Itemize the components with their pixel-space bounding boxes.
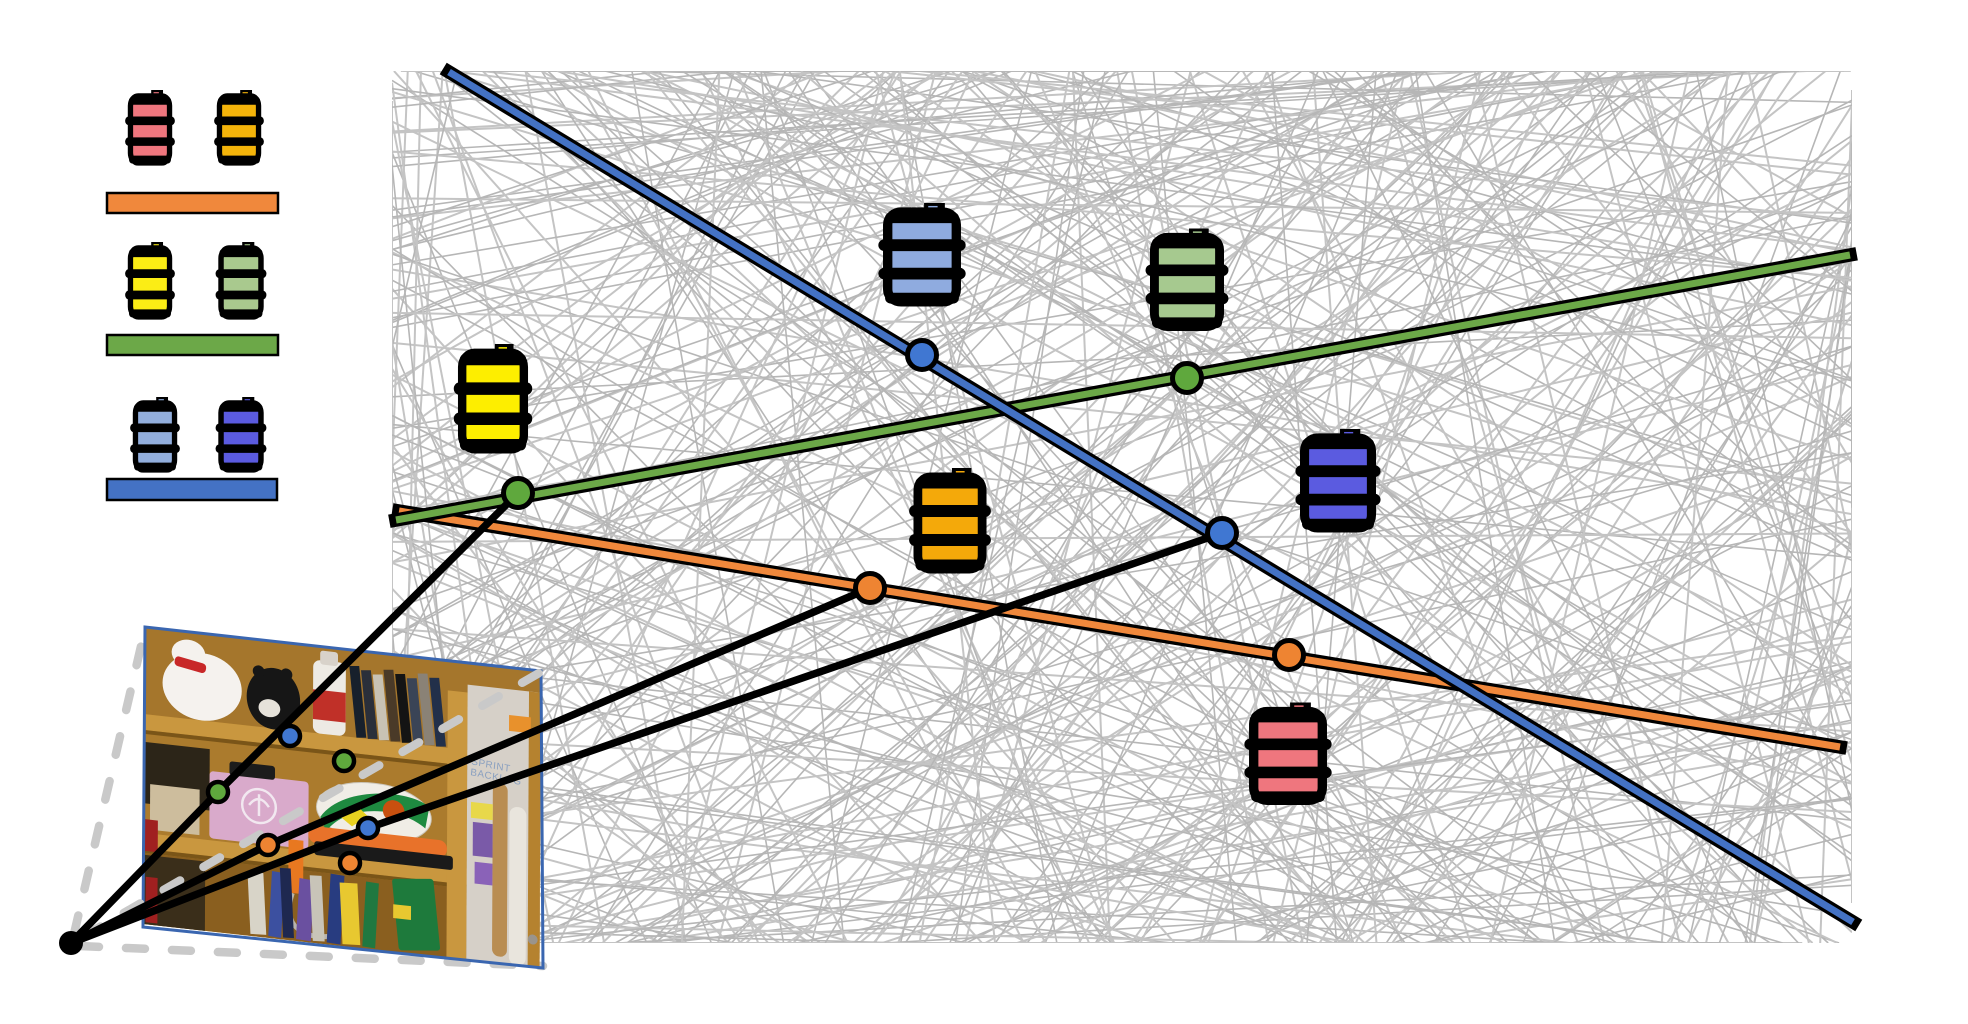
orange-line-swatch: [105, 191, 280, 215]
orange-line: [391, 503, 1848, 755]
scene-amber-barrel-icon: [909, 468, 991, 574]
photo-border: [141, 625, 545, 970]
green-line-swatch: [105, 333, 280, 357]
legend-amber-barrel-icon: [214, 90, 264, 166]
scene-light-blue-barrel-icon: [878, 203, 966, 307]
blue-line-sample-dot-2: [1205, 516, 1239, 550]
scene-green-barrel-icon: [1145, 228, 1229, 332]
camera-center-dot: [59, 931, 83, 955]
legend-row-green: [105, 242, 280, 357]
green-line-sample-dot-2: [1170, 361, 1204, 395]
scene-purple-barrel-icon: [1295, 429, 1381, 533]
frustum-edge-bottomright: [75, 941, 548, 971]
legend-yellow-barrel-icon: [125, 242, 175, 320]
image-point-green-ray: [205, 779, 231, 805]
blue-line: [439, 62, 1863, 932]
image-point-blue: [277, 723, 303, 749]
image-point-orange-ray: [255, 832, 281, 858]
orange-line-sample-dot-1: [853, 571, 887, 605]
blue-line-sample-dot-1: [905, 338, 939, 372]
camera-image-inset: SPRINTBACKLOG: [143, 627, 542, 968]
legend-purple-barrel-icon: [215, 397, 267, 473]
image-point-orange: [337, 850, 363, 876]
ray-hatch-texture: [392, 71, 1852, 943]
image-point-blue-ray: [355, 815, 381, 841]
scene-sample-dots: [501, 338, 1306, 672]
green-line-sample-dot-1: [501, 476, 535, 510]
scene-lines: [388, 62, 1863, 932]
photo-content: SPRINTBACKLOG: [143, 627, 542, 968]
legend-light-green-barrel-icon: [215, 242, 267, 320]
image-point-dots: [205, 723, 381, 876]
legend: [105, 90, 280, 502]
legend-row-orange: [105, 90, 280, 215]
legend-light-blue-barrel-icon: [130, 397, 180, 473]
orange-line-sample-dot-2: [1272, 638, 1306, 672]
legend-row-blue: [105, 397, 279, 502]
scene-yellow-barrel-icon: [453, 344, 533, 454]
green-line: [388, 247, 1858, 528]
camera-frustum-under: [69, 624, 548, 971]
scene-red-barrel-icon: [1244, 702, 1332, 806]
blue-line-swatch: [105, 477, 279, 502]
scene-feature-barrels: [453, 203, 1381, 806]
legend-red-barrel-icon: [125, 90, 175, 166]
image-point-green: [331, 748, 357, 774]
frustum-edge-topleft: [69, 624, 150, 939]
